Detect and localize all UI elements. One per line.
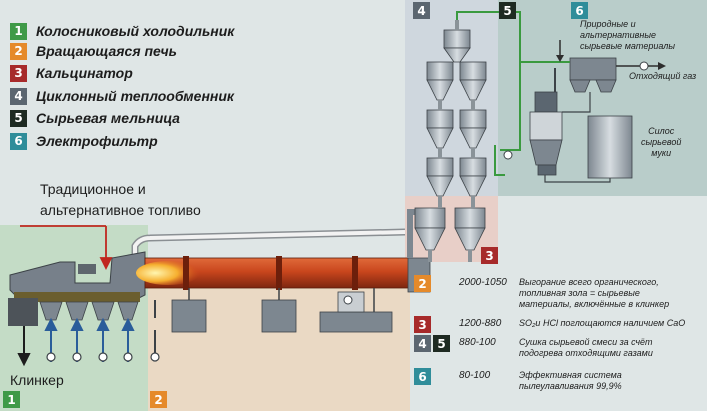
silo-line2: сырьевой bbox=[641, 137, 682, 147]
legend-item-preheater: 4 Циклонный теплообменник bbox=[10, 86, 234, 106]
legend-badge: 3 bbox=[10, 64, 27, 82]
legend-label: Кальцинатор bbox=[36, 65, 133, 81]
exhaust-gas-duct bbox=[456, 11, 521, 151]
cooling-air-arrows bbox=[44, 317, 135, 362]
legend-label: Колосниковый холодильник bbox=[36, 23, 235, 39]
stage-row-kiln: 2 2000-1050 Выгорание всего органическог… bbox=[414, 275, 669, 310]
kiln-flame bbox=[136, 261, 200, 285]
stage-badge: 4 bbox=[414, 335, 431, 352]
stage-row-calciner: 3 1200-880 SO₂и HCl поглощаются наличием… bbox=[414, 316, 685, 333]
zone-badge-preheater: 4 bbox=[413, 2, 430, 19]
raw-meal-silo bbox=[587, 115, 633, 179]
legend-item-cooler: 1 Колосниковый холодильник bbox=[10, 21, 234, 41]
zone-badge-kiln: 2 bbox=[150, 391, 167, 408]
legend-label: Циклонный теплообменник bbox=[36, 88, 235, 104]
cooler-hoppers bbox=[39, 301, 139, 321]
legend-item-calciner: 3 Кальцинатор bbox=[10, 63, 133, 83]
stage-desc-line: пылеулавливания 99,9% bbox=[519, 381, 622, 391]
legend-label: Электрофильтр bbox=[36, 133, 158, 149]
stage-row-preheater-mill: 4 5 880-100 Сушка сырьевой смеси за счёт… bbox=[414, 335, 653, 359]
stage-description: Эффективная система пылеулавливания 99,9… bbox=[519, 370, 622, 392]
stage-temperature: 2000-1050 bbox=[459, 277, 507, 288]
stage-badge: 3 bbox=[414, 316, 431, 333]
stage-description: Сушка сырьевой смеси за счёт подогрева о… bbox=[519, 337, 653, 359]
stage-badge: 2 bbox=[414, 275, 431, 292]
electrostatic-filter bbox=[569, 57, 617, 93]
stage-badge: 5 bbox=[433, 335, 450, 352]
clinker-bed bbox=[14, 292, 140, 302]
silo-line3: муки bbox=[651, 148, 672, 158]
legend-badge: 4 bbox=[10, 87, 27, 105]
cooling-fans bbox=[46, 352, 160, 362]
clinker-label: Клинкер bbox=[10, 372, 64, 388]
legend-badge: 5 bbox=[10, 109, 27, 127]
stage-desc-line: Эффективная система bbox=[519, 370, 622, 380]
legend-badge: 2 bbox=[10, 42, 27, 60]
exhaust-gas-label: Отходящий газ bbox=[629, 71, 697, 81]
burner-box bbox=[78, 264, 96, 274]
stage-desc-line: материалы, включённые в клинкер bbox=[519, 299, 670, 309]
legend-label: Вращающаяся печь bbox=[36, 43, 177, 59]
legend-badge: 6 bbox=[10, 132, 27, 150]
legend-item-raw-mill: 5 Сырьевая мельница bbox=[10, 108, 180, 128]
zone-badge-cooler: 1 bbox=[3, 391, 20, 408]
legend-item-filter: 6 Электрофильтр bbox=[10, 131, 158, 151]
exhaust-fan bbox=[639, 61, 649, 71]
zone-badge-calciner: 3 bbox=[481, 247, 498, 264]
raw-materials-line1: Природные и bbox=[580, 19, 636, 29]
fuel-label-line2: альтернативное топливо bbox=[40, 202, 201, 218]
stage-desc-line: SO₂и HCl поглощаются наличием CaO bbox=[519, 318, 686, 328]
stage-description: Выгорание всего органического, топливная… bbox=[519, 277, 669, 310]
raw-mill bbox=[529, 91, 563, 176]
raw-materials-line2: альтернативные bbox=[580, 30, 656, 40]
kiln-supports bbox=[171, 291, 393, 333]
stage-row-filter: 6 80-100 Эффективная система пылеулавлив… bbox=[414, 368, 622, 392]
fuel-label-line1: Традиционное и bbox=[40, 181, 146, 197]
stage-desc-line: топливная зола = сырьевые bbox=[519, 288, 640, 298]
stage-badge: 6 bbox=[414, 368, 431, 385]
stage-desc-line: Выгорание всего органического, bbox=[519, 277, 659, 287]
stage-temperature: 880-100 bbox=[459, 337, 496, 348]
zone-badge-filter: 6 bbox=[571, 2, 588, 19]
stage-description: SO₂и HCl поглощаются наличием CaO bbox=[519, 318, 685, 329]
raw-materials-line3: сырьевые материалы bbox=[580, 41, 675, 51]
stage-desc-line: Сушка сырьевой смеси за счёт bbox=[519, 337, 653, 347]
stage-desc-line: подогрева отходящими газами bbox=[519, 348, 653, 358]
zone-badge-raw-mill: 5 bbox=[499, 2, 516, 19]
legend-label: Сырьевая мельница bbox=[36, 110, 180, 126]
raw-materials-label: Природные и альтернативные сырьевые мате… bbox=[580, 19, 675, 52]
legend-item-kiln: 2 Вращающаяся печь bbox=[10, 41, 177, 61]
clinker-outlet-arrow bbox=[17, 326, 31, 367]
silo-label: Силос сырьевой муки bbox=[641, 126, 681, 159]
kiln-tyres bbox=[183, 256, 358, 290]
stage-temperature: 1200-880 bbox=[459, 318, 502, 329]
stage-temperature: 80-100 bbox=[459, 370, 491, 381]
fuel-arrow bbox=[20, 225, 113, 271]
legend-badge: 1 bbox=[10, 22, 27, 40]
silo-line1: Силос bbox=[648, 126, 675, 136]
preheater-ducts bbox=[428, 20, 475, 262]
